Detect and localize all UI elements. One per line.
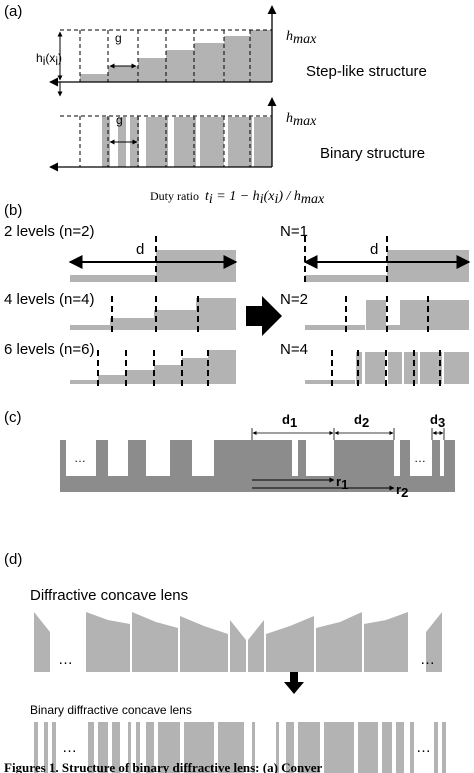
- figure-caption: Figures 1. Structure of binary diffracti…: [4, 760, 323, 773]
- d1-label: d1: [282, 412, 297, 430]
- n2-label: N=2: [280, 291, 308, 308]
- r1-label: r1: [336, 474, 348, 492]
- d3-label: d3: [430, 412, 445, 430]
- panel-b: (b) 2 levels (n=2) 4 levels (n=4) 6 leve…: [4, 202, 471, 386]
- binary-structure: [49, 97, 277, 172]
- hi-label: hi(xi): [36, 51, 62, 68]
- panel-b-label: (b): [4, 202, 22, 219]
- g-label-bottom: g: [116, 113, 123, 127]
- d2-label: d2: [354, 412, 369, 430]
- transform-arrow-icon: [246, 296, 282, 336]
- n4-label: N=4: [280, 341, 308, 358]
- binary-title: Binary structure: [320, 145, 425, 162]
- hmax-top-label: hmax: [286, 29, 317, 47]
- panel-d: (d) Diffractive concave lens … … Binary …: [4, 551, 446, 773]
- d-label-right: d: [370, 241, 378, 258]
- dots-right-d2: …: [416, 739, 431, 756]
- g-label-top: g: [115, 31, 122, 45]
- down-arrow-icon: [284, 672, 304, 694]
- panel-d-label: (d): [4, 551, 22, 568]
- dots-left-d2: …: [62, 739, 77, 756]
- panel-c-label: (c): [4, 409, 22, 426]
- panel-a: (a) g: [4, 3, 427, 207]
- panel-c: (c) … … d1 d2 d3 r1 r2: [4, 409, 455, 500]
- n1-label: N=1: [280, 223, 308, 240]
- hmax-bottom-label: hmax: [286, 111, 317, 129]
- row-4-levels: 4 levels (n=4): [4, 291, 94, 308]
- diffractive-lens-title: Diffractive concave lens: [30, 587, 188, 604]
- step-like-title: Step-like structure: [306, 63, 427, 80]
- diffractive-concave-lens: [34, 612, 442, 672]
- row-2-levels: 2 levels (n=2): [4, 223, 94, 240]
- dots-left-c: …: [74, 451, 86, 465]
- r2-label: r2: [396, 482, 408, 500]
- panel-a-label: (a): [4, 3, 22, 20]
- step-like-structure: [49, 5, 277, 97]
- d-label-left: d: [136, 241, 144, 258]
- row-6-levels: 6 levels (n=6): [4, 341, 94, 358]
- dots-right-d1: …: [420, 651, 435, 668]
- dots-left-d1: …: [58, 651, 73, 668]
- binary-lens-title: Binary diffractive concave lens: [30, 703, 192, 717]
- binary-diffractive-concave-lens: [34, 722, 446, 773]
- dots-right-c: …: [414, 451, 426, 465]
